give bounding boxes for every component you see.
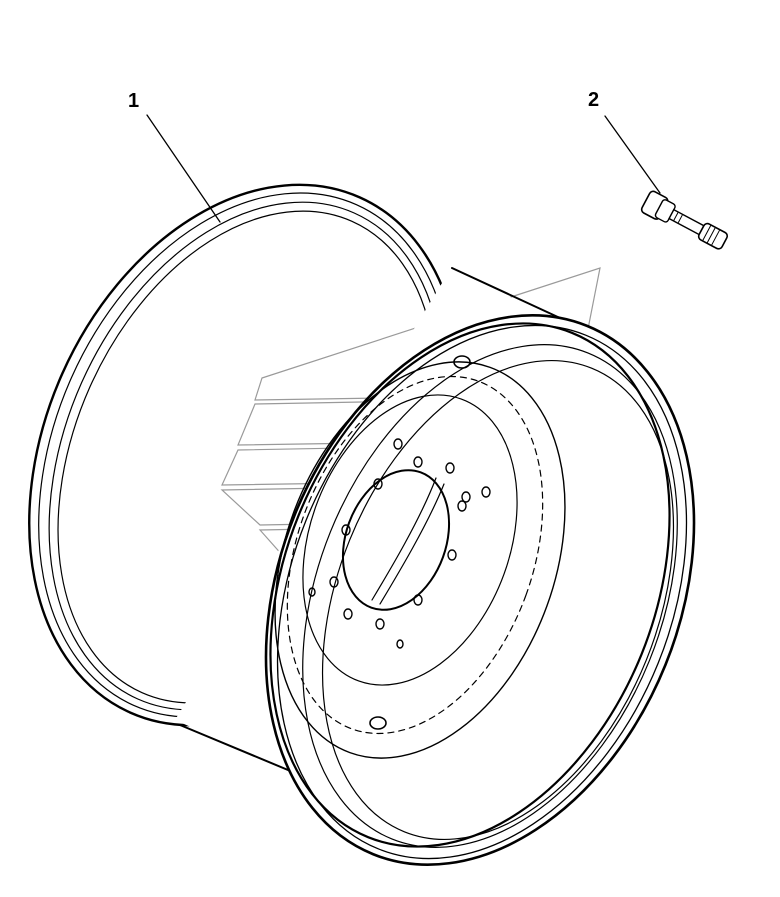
callout-1-leader (146, 114, 221, 223)
tire-valve[interactable] (640, 190, 730, 253)
bolt-holes (308, 438, 491, 649)
valve-hole-bottom (369, 716, 387, 730)
center-bore (341, 469, 451, 611)
callout-1[interactable]: 1 (128, 90, 221, 223)
callout-1-label: 1 (128, 90, 139, 112)
callout-2-leader (604, 115, 661, 194)
front-flange (264, 314, 696, 866)
wheel-disc (274, 361, 566, 759)
callout-2[interactable]: 2 (588, 89, 661, 194)
barrel-bottom-edge (179, 724, 301, 776)
wheel-rim[interactable] (0, 116, 772, 897)
valve-hole-top (453, 355, 471, 369)
callout-2-label: 2 (588, 89, 599, 111)
barrel-top-edge (451, 267, 561, 319)
valve-cap (697, 222, 729, 250)
valve-stem (668, 208, 705, 236)
